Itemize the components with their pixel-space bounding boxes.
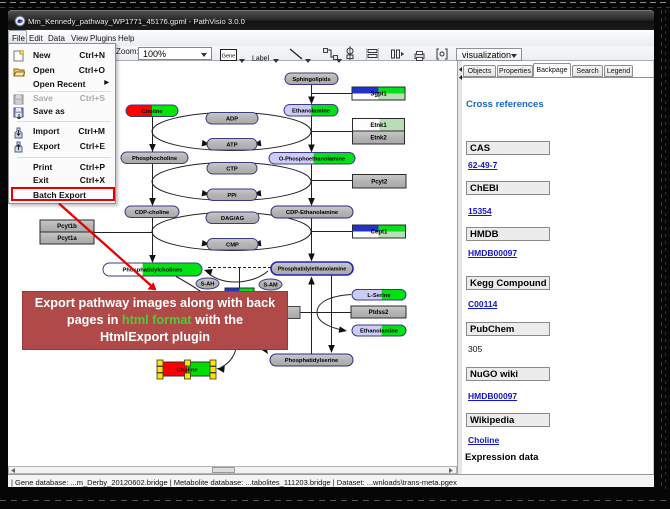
- svg-text:Pcyt1a: Pcyt1a: [57, 236, 77, 242]
- svg-text:Cept1: Cept1: [371, 230, 388, 236]
- svg-text:PPi: PPi: [227, 193, 237, 199]
- svg-text:Phosphatidylserine: Phosphatidylserine: [285, 358, 339, 364]
- svg-text:ADP: ADP: [226, 116, 238, 122]
- svg-text:DAG/AG: DAG/AG: [221, 216, 245, 222]
- svg-text:CTP: CTP: [226, 166, 238, 172]
- svg-text:CMP: CMP: [226, 242, 239, 248]
- svg-text:O-Phosphoethanolamine: O-Phosphoethanolamine: [279, 156, 345, 162]
- svg-text:S-AM: S-AM: [263, 283, 278, 289]
- svg-text:Phosphatidylethanolamine: Phosphatidylethanolamine: [278, 266, 347, 272]
- svg-text:Gene: Gene: [222, 53, 235, 59]
- svg-text:Pcyt1b: Pcyt1b: [57, 224, 77, 230]
- svg-text:Phosphatidylcholines: Phosphatidylcholines: [123, 268, 183, 274]
- svg-text:Etnk2: Etnk2: [370, 136, 387, 142]
- svg-text:Ethanolamine: Ethanolamine: [292, 108, 331, 114]
- svg-text:Choline: Choline: [141, 109, 163, 115]
- svg-text:Ethanolamine: Ethanolamine: [360, 329, 399, 335]
- svg-text:Ptdss2: Ptdss2: [369, 310, 389, 316]
- svg-text:S-AH: S-AH: [201, 282, 215, 288]
- svg-text:Choline: Choline: [176, 367, 198, 373]
- svg-text:Sphingolipids: Sphingolipids: [292, 77, 330, 83]
- svg-text:CDP-Ethanolamine: CDP-Ethanolamine: [286, 210, 339, 216]
- svg-text:Etnk1: Etnk1: [370, 123, 387, 129]
- svg-text:Phosphocholine: Phosphocholine: [132, 156, 178, 162]
- svg-text:Pcyt2: Pcyt2: [371, 179, 388, 185]
- svg-text:CDP-choline: CDP-choline: [135, 210, 170, 216]
- svg-text:ATP: ATP: [226, 142, 237, 148]
- svg-text:Label: Label: [252, 56, 270, 63]
- svg-text:L-Serine: L-Serine: [367, 293, 391, 299]
- svg-text:Sgpl1: Sgpl1: [370, 92, 387, 98]
